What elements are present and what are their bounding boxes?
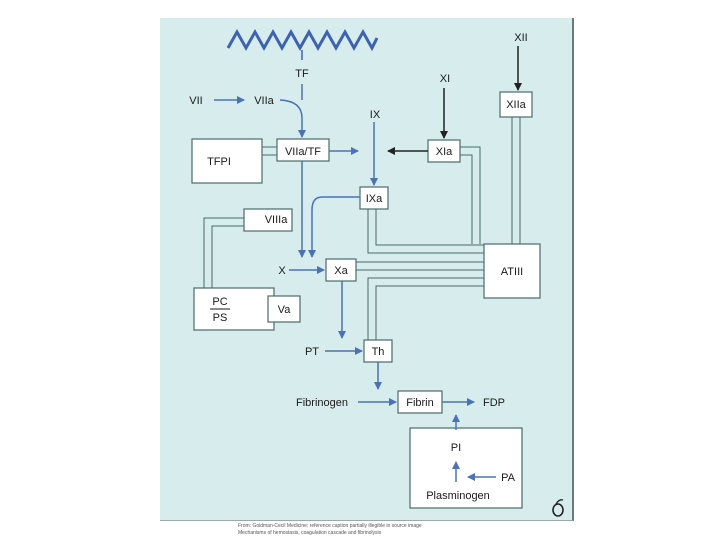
label-ixa: IXa	[366, 193, 383, 205]
label-va: Va	[278, 304, 292, 316]
label-vii: VII	[189, 95, 202, 107]
source-caption: From: Goldman-Cecil Medicine; reference …	[238, 523, 538, 537]
label-xii: XII	[514, 32, 527, 44]
label-ps: PS	[213, 312, 228, 324]
label-ix: IX	[370, 109, 381, 121]
fibrinolysis-box	[409, 427, 523, 509]
viiatf-box	[276, 138, 330, 162]
label-xia: XIa	[436, 146, 453, 158]
viiia-box	[243, 208, 293, 232]
va-box	[267, 295, 301, 323]
label-viiia: VIIIa	[265, 214, 289, 226]
label-pc: PC	[212, 296, 227, 308]
label-viia: VIIa	[254, 95, 274, 107]
label-viiatf: VIIa/TF	[285, 146, 321, 158]
arrow-ixa-xa	[308, 196, 360, 258]
caption-line-2: Mechanisms of hemostasis, coagulation ca…	[238, 530, 382, 536]
connector-lines	[203, 117, 521, 340]
tfpi-box	[191, 138, 263, 184]
label-x: X	[278, 265, 286, 277]
label-pi: PI	[451, 442, 461, 454]
label-xiia: XIIa	[506, 99, 526, 111]
label-pa: PA	[501, 472, 516, 484]
xa-box	[325, 258, 357, 282]
label-fibrinogen: Fibrinogen	[296, 397, 348, 409]
black-arrows	[387, 46, 522, 155]
label-xa: Xa	[334, 265, 348, 277]
label-pt: PT	[305, 346, 319, 358]
label-th: Th	[372, 346, 385, 358]
label-plasminogen: Plasminogen	[426, 490, 490, 502]
xiia-box	[499, 91, 533, 118]
membrane-zigzag	[226, 28, 379, 52]
arrow-viia-viiatf	[279, 99, 306, 138]
label-fdp: FDP	[483, 397, 505, 409]
caption-line-1: From: Goldman-Cecil Medicine; reference …	[238, 523, 422, 529]
atiii-box	[483, 243, 541, 299]
label-atiii: ATIII	[501, 266, 523, 278]
label-tfpi: TFPI	[207, 156, 231, 168]
label-tf: TF	[295, 68, 309, 80]
activation-arrows	[214, 84, 496, 482]
label-xi: XI	[440, 73, 450, 85]
publisher-logo-icon	[552, 499, 564, 517]
pcps-box	[193, 287, 275, 331]
ixa-box	[359, 186, 389, 210]
label-fibrin: Fibrin	[406, 397, 434, 409]
